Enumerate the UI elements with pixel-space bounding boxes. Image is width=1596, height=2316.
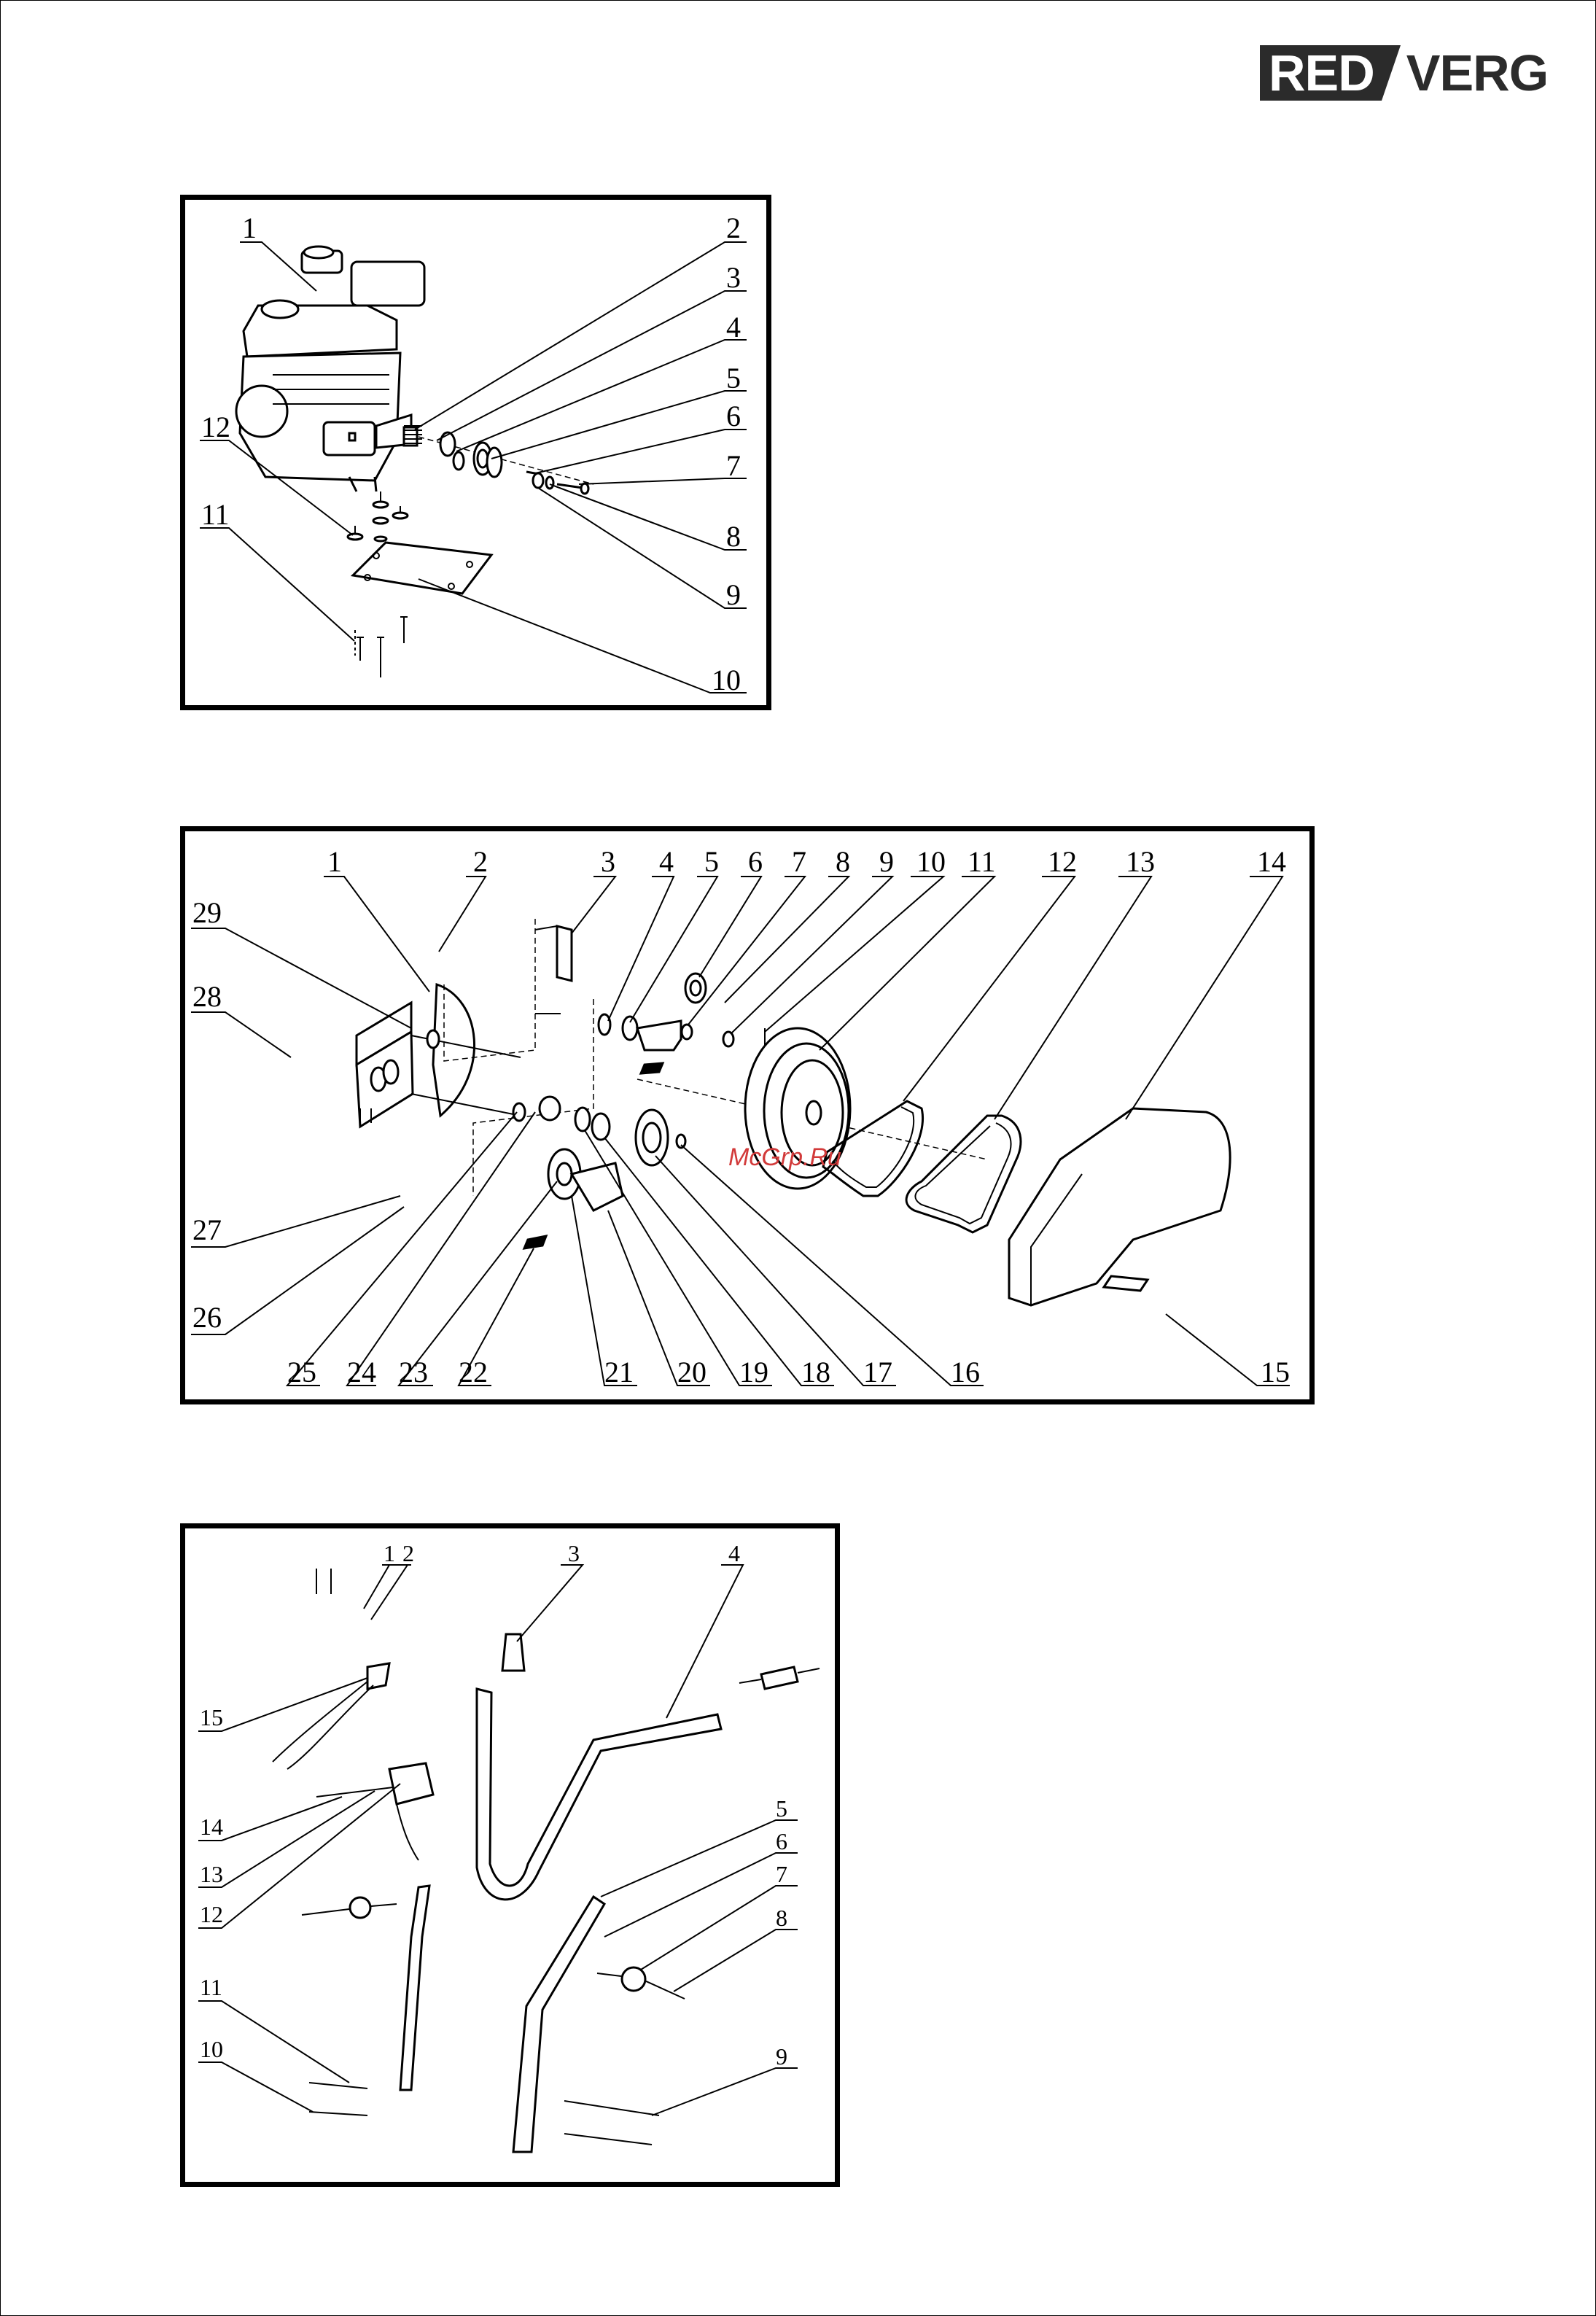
label-17: 17 bbox=[863, 1356, 892, 1388]
label-15: 15 bbox=[1261, 1356, 1290, 1388]
engine-diagram: 1 2 3 4 5 6 7 8 9 10 11 12 bbox=[185, 200, 766, 705]
logo-red: RED bbox=[1260, 45, 1382, 101]
label-13: 13 bbox=[1126, 845, 1155, 878]
label-13: 13 bbox=[200, 1861, 223, 1887]
label-1: 1 bbox=[384, 1540, 395, 1566]
label-26: 26 bbox=[192, 1301, 222, 1334]
label-2: 2 bbox=[473, 845, 488, 878]
label-27: 27 bbox=[192, 1213, 222, 1246]
label-6: 6 bbox=[726, 400, 741, 432]
label-20: 20 bbox=[677, 1356, 706, 1388]
handlebar-diagram-panel: 1 2 3 4 5 6 7 8 9 10 11 12 13 14 bbox=[180, 1523, 840, 2187]
brand-logo: RED VERG bbox=[1260, 45, 1548, 101]
label-19: 19 bbox=[739, 1356, 768, 1388]
label-10: 10 bbox=[200, 2036, 223, 2062]
label-18: 18 bbox=[801, 1356, 830, 1388]
label-12: 12 bbox=[200, 1901, 223, 1927]
label-4: 4 bbox=[659, 845, 674, 878]
label-2: 2 bbox=[726, 211, 741, 244]
transmission-drawing bbox=[357, 919, 1230, 1305]
label-9: 9 bbox=[726, 578, 741, 611]
label-7: 7 bbox=[726, 449, 741, 482]
label-14: 14 bbox=[1257, 845, 1286, 878]
label-7: 7 bbox=[792, 845, 806, 878]
label-5: 5 bbox=[776, 1795, 787, 1822]
label-5: 5 bbox=[726, 362, 741, 395]
label-2: 2 bbox=[402, 1540, 414, 1566]
label-7: 7 bbox=[776, 1861, 787, 1887]
label-11: 11 bbox=[201, 498, 230, 531]
mount-plate bbox=[348, 491, 491, 677]
label-8: 8 bbox=[776, 1905, 787, 1931]
label-28: 28 bbox=[192, 980, 222, 1013]
engine-diagram-panel: 1 2 3 4 5 6 7 8 9 10 11 12 bbox=[180, 195, 771, 710]
label-8: 8 bbox=[836, 845, 850, 878]
transmission-diagram: McGrp.Ru 1 2 3 4 5 6 7 8 9 10 11 12 bbox=[185, 831, 1309, 1399]
label-3: 3 bbox=[568, 1540, 580, 1566]
handlebar-labels: 1 2 3 4 5 6 7 8 9 10 11 12 13 14 bbox=[198, 1540, 798, 2115]
label-15: 15 bbox=[200, 1704, 223, 1730]
label-4: 4 bbox=[728, 1540, 740, 1566]
label-6: 6 bbox=[776, 1828, 787, 1854]
label-10: 10 bbox=[916, 845, 946, 878]
label-5: 5 bbox=[704, 845, 719, 878]
handlebar-diagram: 1 2 3 4 5 6 7 8 9 10 11 12 13 14 bbox=[185, 1528, 835, 2182]
transmission-diagram-panel: McGrp.Ru 1 2 3 4 5 6 7 8 9 10 11 12 bbox=[180, 826, 1315, 1404]
handlebar-drawing bbox=[273, 1569, 820, 2152]
label-9: 9 bbox=[776, 2043, 787, 2070]
label-23: 23 bbox=[399, 1356, 428, 1388]
label-9: 9 bbox=[879, 845, 894, 878]
label-1: 1 bbox=[327, 845, 342, 878]
label-12: 12 bbox=[201, 411, 230, 443]
label-6: 6 bbox=[748, 845, 763, 878]
label-25: 25 bbox=[287, 1356, 316, 1388]
label-16: 16 bbox=[951, 1356, 980, 1388]
label-1: 1 bbox=[242, 211, 257, 244]
logo-verg: VERG bbox=[1406, 44, 1548, 102]
label-11: 11 bbox=[200, 1974, 222, 2000]
engine-drawing bbox=[236, 246, 424, 491]
label-24: 24 bbox=[347, 1356, 376, 1388]
label-10: 10 bbox=[712, 664, 741, 696]
label-29: 29 bbox=[192, 896, 222, 929]
label-14: 14 bbox=[200, 1814, 223, 1840]
label-12: 12 bbox=[1048, 845, 1077, 878]
label-21: 21 bbox=[604, 1356, 634, 1388]
label-3: 3 bbox=[726, 261, 741, 294]
label-3: 3 bbox=[601, 845, 615, 878]
watermark: McGrp.Ru bbox=[728, 1143, 841, 1171]
label-22: 22 bbox=[459, 1356, 488, 1388]
label-11: 11 bbox=[968, 845, 996, 878]
label-4: 4 bbox=[726, 311, 741, 343]
label-8: 8 bbox=[726, 520, 741, 553]
